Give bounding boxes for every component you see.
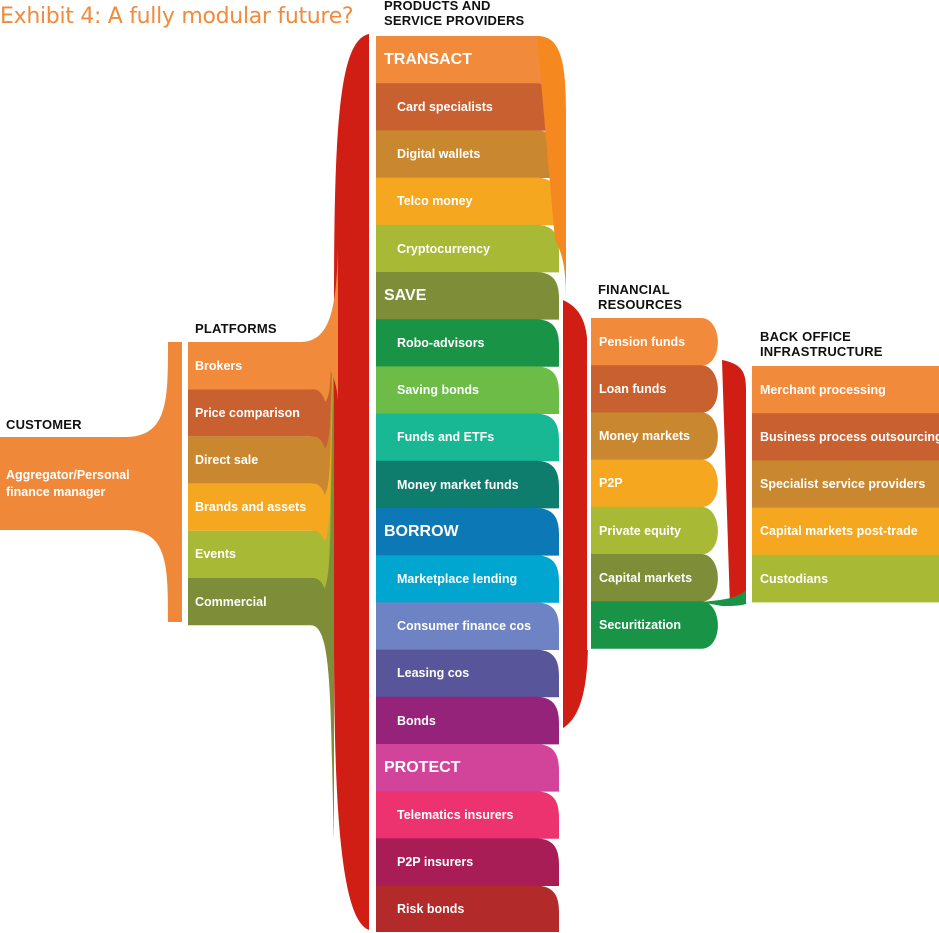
product-robo-advisors: Robo-advisors [397, 335, 485, 350]
product-p2p-insurers: P2P insurers [397, 855, 474, 870]
product-card-specialists: Card specialists [397, 99, 493, 114]
product-row-digital-wallets [376, 130, 559, 178]
backoffice-row-capital-markets-post-trade [752, 507, 939, 556]
financial-heading: FINANCIAL RESOURCES [598, 282, 683, 312]
product-row-leasing-cos [376, 649, 559, 698]
product-row-transact [376, 36, 559, 84]
platform-flow-events [311, 324, 334, 800]
financial-capital-markets: Capital markets [599, 570, 693, 585]
product-digital-wallets: Digital wallets [397, 147, 481, 162]
backoffice-separator [748, 366, 751, 602]
backoffice-row-custodians [752, 554, 939, 603]
backoffice-merchant-processing: Merchant processing [760, 382, 886, 397]
product-row-p2p-insurers [376, 838, 559, 886]
financial-row-securitization [591, 601, 718, 649]
platform-row-commercial [188, 578, 327, 626]
platform-flow-brokers [311, 300, 334, 640]
platform-direct-sale: Direct sale [195, 452, 259, 467]
product-row-funds-and-etfs [376, 413, 559, 462]
product-row-saving-bonds [376, 366, 559, 414]
backoffice-row-merchant-processing [752, 366, 939, 414]
product-row-consumer-finance-cos [376, 602, 559, 650]
financial-private-equity: Private equity [599, 523, 681, 538]
product-telematics-insurers: Telematics insurers [397, 807, 514, 822]
financial-separator [587, 318, 591, 650]
product-consumer-finance-cos: Consumer finance cos [397, 619, 532, 634]
product-row-marketplace-lending [376, 555, 559, 603]
product-bonds: Bonds [397, 713, 436, 728]
product-marketplace-lending: Marketplace lending [397, 571, 518, 586]
financial-row-loan-funds [591, 365, 718, 413]
backoffice-specialist-service-providers: Specialist service providers [760, 477, 926, 492]
products-top-curl [537, 36, 566, 300]
financial-p2p: P2P [599, 476, 623, 491]
platforms-heading: PLATFORMS [195, 321, 277, 336]
product-row-robo-advisors [376, 319, 559, 367]
products-heading: PRODUCTS AND SERVICE PROVIDERS [384, 0, 525, 28]
backoffice-heading: BACK OFFICE INFRASTRUCTURE [760, 329, 883, 359]
product-leasing-cos: Leasing cos [397, 666, 470, 681]
platform-price-comparison: Price comparison [195, 405, 300, 420]
platform-fan-top [300, 250, 338, 400]
product-row-bonds [376, 696, 559, 745]
product-row-save [376, 272, 559, 320]
financial-row-private-equity [591, 506, 718, 555]
financial-row-p2p [591, 459, 718, 508]
platform-commercial: Commercial [195, 594, 267, 609]
financial-securitization: Securitization [599, 617, 681, 632]
product-risk-bonds: Risk bonds [397, 902, 465, 917]
financial-loan-funds: Loan funds [599, 381, 667, 396]
customer-box [0, 342, 182, 622]
platform-flow-commercial [311, 330, 334, 840]
financial-left-bus [563, 300, 588, 728]
platform-row-price-comparison [188, 389, 327, 437]
products-separator [371, 34, 375, 932]
financial-row-pension-funds [591, 318, 718, 366]
platform-brokers: Brokers [195, 358, 243, 373]
product-row-telco-money [376, 177, 559, 226]
financial-row-capital-markets [591, 554, 718, 602]
product-transact: TRANSACT [384, 50, 472, 68]
backoffice-row-specialist-service-providers [752, 460, 939, 508]
financial-row-money-markets [591, 412, 718, 460]
platform-row-direct-sale [188, 436, 327, 484]
platform-flow-price-comparison [311, 306, 334, 680]
customer-aggregator-personal-finance-manager: Aggregator/Personal finance manager [6, 468, 130, 499]
financial-money-markets: Money markets [599, 429, 691, 444]
backoffice-business-process-outsourcing: Business process outsourcing [760, 429, 939, 444]
product-money-market-funds: Money market funds [397, 477, 519, 492]
product-row-protect [376, 744, 559, 792]
product-row-money-market-funds [376, 460, 559, 509]
product-protect: PROTECT [384, 758, 461, 776]
product-saving-bonds: Saving bonds [397, 383, 479, 398]
backoffice-capital-markets-post-trade: Capital markets post-trade [760, 524, 918, 539]
financial-pension-funds: Pension funds [599, 334, 686, 349]
product-borrow: BORROW [384, 522, 459, 540]
product-cryptocurrency: Cryptocurrency [397, 241, 491, 256]
product-row-borrow [376, 508, 559, 556]
exhibit-title: Exhibit 4: A fully modular future? [0, 4, 354, 29]
backoffice-row-business-process-outsourcing [752, 413, 939, 461]
product-save: SAVE [384, 286, 427, 304]
platform-row-brokers [188, 342, 327, 390]
customer-heading: CUSTOMER [6, 417, 82, 432]
backoffice-left-bus [722, 360, 746, 606]
product-row-card-specialists [376, 83, 559, 131]
product-row-cryptocurrency [376, 224, 559, 273]
platform-row-brands-and-assets [188, 483, 327, 531]
financial-swoop [700, 590, 746, 606]
platform-brands-and-assets: Brands and assets [195, 500, 307, 515]
platform-row-events [188, 530, 327, 578]
product-row-telematics-insurers [376, 791, 559, 839]
backoffice-custodians: Custodians [760, 571, 829, 586]
platform-events: Events [195, 547, 236, 562]
platforms-separator [184, 342, 187, 624]
products-left-bus [334, 34, 369, 930]
product-row-risk-bonds [376, 885, 559, 932]
product-funds-and-etfs: Funds and ETFs [397, 430, 495, 445]
product-telco-money: Telco money [397, 194, 473, 209]
